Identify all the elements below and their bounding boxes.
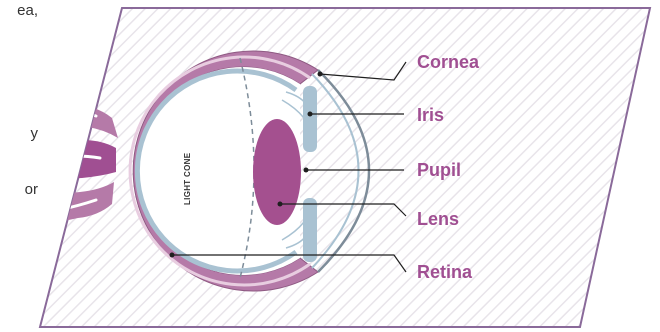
label-retina: Retina	[417, 262, 473, 282]
label-cornea: Cornea	[417, 52, 480, 72]
iris-lower	[303, 198, 317, 262]
lens	[253, 119, 301, 225]
optic-nerve	[40, 98, 118, 226]
label-pupil: Pupil	[417, 160, 461, 180]
label-iris: Iris	[417, 105, 444, 125]
light-cone-label: LIGHT CONE	[183, 152, 192, 205]
iris-upper	[303, 86, 317, 152]
label-lens: Lens	[417, 209, 459, 229]
